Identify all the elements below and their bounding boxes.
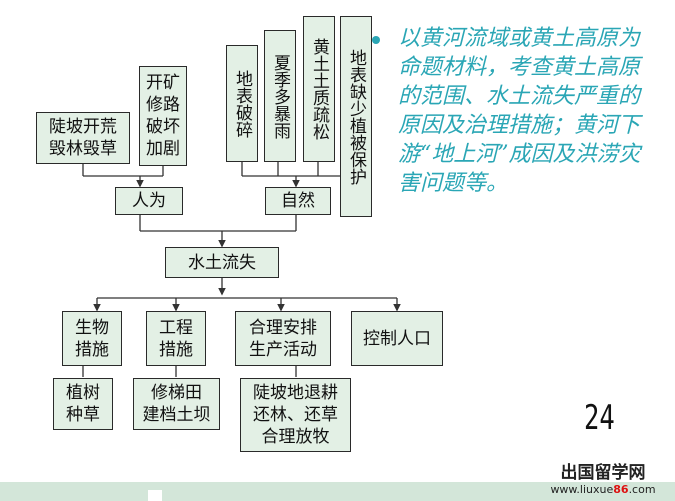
watermark-url-accent: 86 <box>613 483 629 496</box>
cause-box-human: 人为 <box>115 187 183 215</box>
watermark-url-prefix: www.liuxue <box>550 483 614 496</box>
watermark-url-suffix: .com <box>628 483 656 496</box>
watermark-url: www.liuxue86.com <box>538 483 668 496</box>
cause-box-nature: 自然 <box>265 187 331 215</box>
exam-note-text: 以黄河流域或黄土高原为命题材料，考查黄土高原的范围、水土流失严重的原因及治理措施… <box>398 26 641 196</box>
cause-box-slope-reclamation: 陡坡开荒 毁林毁草 <box>36 112 130 164</box>
measure-box-population: 控制人口 <box>351 311 443 366</box>
nature-box-summer-rainstorms: 夏季多暴雨 <box>264 30 296 162</box>
measure-box-production: 合理安排 生产活动 <box>235 311 331 366</box>
cause-box-mining-roads: 开矿 修路 破坏 加剧 <box>139 66 187 166</box>
specific-box-terraces: 修梯田 建档土坝 <box>133 378 220 430</box>
measure-box-biological: 生物 措施 <box>62 311 122 366</box>
footer-marker <box>148 490 162 501</box>
watermark-title: 出国留学网 <box>560 463 646 483</box>
nature-box-loose-loess: 黄土土质疏松 <box>303 16 335 162</box>
nature-box-broken-surface: 地表破碎 <box>226 45 258 162</box>
specific-box-return-farmland: 陡坡地退耕 还林、还草 合理放牧 <box>240 378 351 452</box>
note-bullet-icon <box>372 36 380 44</box>
nature-box-lack-vegetation: 地表缺少植被保护 <box>340 16 372 217</box>
measure-box-engineering: 工程 措施 <box>146 311 206 366</box>
footer-bar <box>0 482 675 501</box>
site-watermark: 出国留学网 www.liuxue86.com <box>538 463 668 497</box>
page-number: 24 <box>584 398 615 438</box>
specific-box-plant-trees: 植树 种草 <box>53 378 113 430</box>
central-box-soil-erosion: 水土流失 <box>165 247 279 278</box>
